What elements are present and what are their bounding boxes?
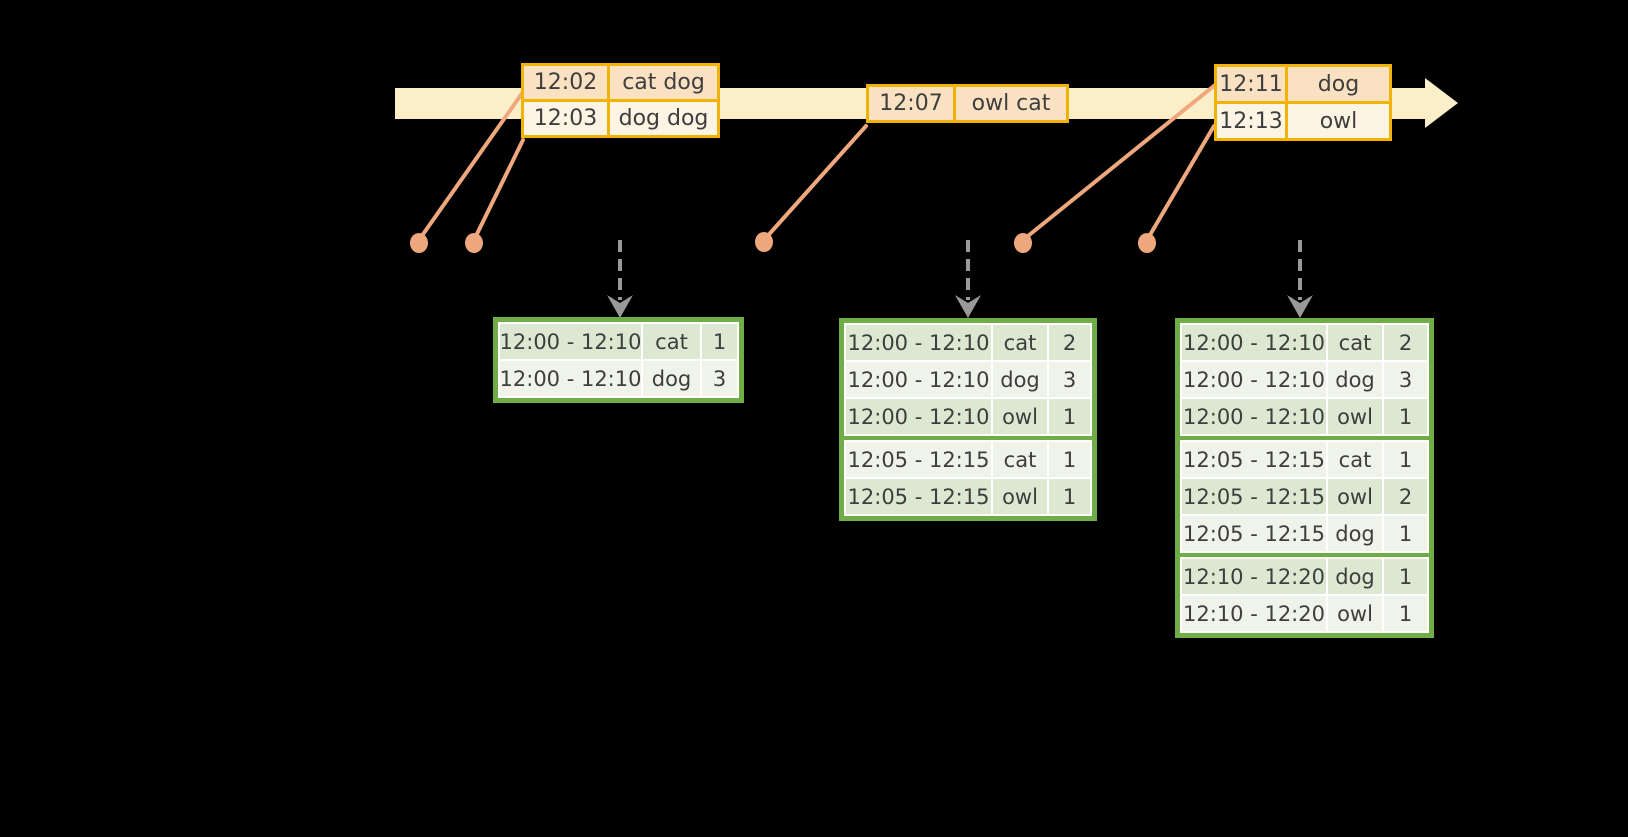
- count-cell: 3: [1049, 362, 1090, 397]
- result-row: 12:05 - 12:15 dog 1: [1182, 516, 1427, 551]
- window-cell: 12:10 - 12:20: [1182, 596, 1326, 631]
- count-cell: 1: [702, 324, 737, 359]
- window-cell: 12:05 - 12:15: [1182, 442, 1326, 477]
- count-cell: 1: [1384, 442, 1427, 477]
- result-row: 12:05 - 12:15 cat 1: [1182, 442, 1427, 477]
- window-cell: 12:05 - 12:15: [1182, 479, 1326, 514]
- word-cell: owl: [993, 399, 1047, 434]
- word-cell: dog: [1328, 516, 1382, 551]
- event-time-cell: 12:07: [869, 87, 953, 120]
- result-row: 12:05 - 12:15 owl 1: [846, 479, 1090, 514]
- count-cell: 1: [1049, 479, 1090, 514]
- word-cell: dog: [643, 361, 700, 396]
- event-time-cell: 12:13: [1217, 104, 1285, 138]
- result-table-1-body: 12:00 - 12:10 cat 1 12:00 - 12:10 dog 3: [498, 322, 739, 398]
- event-words-cell: owl: [1288, 104, 1389, 138]
- result-table-3-body: 12:00 - 12:10 cat 2 12:00 - 12:10 dog 3 …: [1180, 323, 1429, 633]
- window-cell: 12:05 - 12:15: [846, 479, 991, 514]
- count-cell: 2: [1384, 325, 1427, 360]
- connector-line-1207: [762, 124, 868, 242]
- event-words-cell: dog: [1288, 67, 1389, 101]
- count-cell: 3: [1384, 362, 1427, 397]
- connector-line-1211: [1021, 83, 1217, 242]
- word-cell: cat: [1328, 442, 1382, 477]
- window-cell: 12:00 - 12:10: [1182, 325, 1326, 360]
- window-cell: 12:00 - 12:10: [846, 399, 991, 434]
- window-cell: 12:00 - 12:10: [500, 361, 641, 396]
- result-row: 12:00 - 12:10 dog 3: [500, 361, 737, 396]
- trigger-arrowhead-icon-1: [607, 295, 633, 318]
- window-group-divider: [1180, 553, 1429, 557]
- result-row: 12:00 - 12:10 dog 3: [1182, 362, 1427, 397]
- trigger-arrowhead-icon-2: [955, 295, 981, 318]
- count-cell: 1: [1049, 399, 1090, 434]
- word-cell: owl: [1328, 596, 1382, 631]
- window-group-divider: [844, 436, 1092, 440]
- result-row: 12:00 - 12:10 cat 2: [1182, 325, 1427, 360]
- event-words-cell: dog dog: [610, 102, 717, 135]
- window-cell: 12:05 - 12:15: [846, 442, 991, 477]
- window-cell: 12:00 - 12:10: [846, 325, 991, 360]
- count-cell: 3: [702, 361, 737, 396]
- word-cell: owl: [1328, 399, 1382, 434]
- result-row: 12:10 - 12:20 owl 1: [1182, 596, 1427, 631]
- result-row: 12:05 - 12:15 cat 1: [846, 442, 1090, 477]
- event-time-cell: 12:11: [1217, 67, 1285, 101]
- word-cell: cat: [993, 442, 1047, 477]
- trigger-arrowhead-icon-3: [1287, 295, 1313, 318]
- result-table-3: 12:00 - 12:10 cat 2 12:00 - 12:10 dog 3 …: [1175, 318, 1434, 638]
- result-table-2-body: 12:00 - 12:10 cat 2 12:00 - 12:10 dog 3 …: [844, 323, 1092, 516]
- event-table-3: 12:11 dog 12:13 owl: [1214, 64, 1392, 141]
- result-row: 12:00 - 12:10 cat 2: [846, 325, 1090, 360]
- event-table-1: 12:02 cat dog 12:03 dog dog: [521, 63, 720, 138]
- word-cell: dog: [993, 362, 1047, 397]
- window-cell: 12:00 - 12:10: [1182, 362, 1326, 397]
- count-cell: 1: [1384, 559, 1427, 594]
- word-cell: dog: [1328, 362, 1382, 397]
- event-words-cell: cat dog: [610, 66, 717, 99]
- event-dot-1203: [465, 233, 483, 253]
- word-cell: cat: [993, 325, 1047, 360]
- word-cell: cat: [1328, 325, 1382, 360]
- result-row: 12:00 - 12:10 owl 1: [1182, 399, 1427, 434]
- result-row: 12:00 - 12:10 dog 3: [846, 362, 1090, 397]
- event-dot-1202: [410, 233, 428, 253]
- timeline-arrowhead-icon: [1425, 78, 1458, 128]
- connector-line-1213: [1145, 124, 1216, 242]
- event-time-cell: 12:02: [524, 66, 607, 99]
- window-cell: 12:00 - 12:10: [846, 362, 991, 397]
- event-table-2: 12:07 owl cat: [866, 84, 1069, 123]
- count-cell: 2: [1384, 479, 1427, 514]
- result-table-2: 12:00 - 12:10 cat 2 12:00 - 12:10 dog 3 …: [839, 318, 1097, 521]
- word-cell: owl: [993, 479, 1047, 514]
- event-dot-1211: [1014, 233, 1032, 253]
- count-cell: 1: [1384, 516, 1427, 551]
- trigger-arrows: [607, 240, 1313, 318]
- word-cell: owl: [1328, 479, 1382, 514]
- window-cell: 12:10 - 12:20: [1182, 559, 1326, 594]
- word-cell: cat: [643, 324, 700, 359]
- event-words-cell: owl cat: [956, 87, 1066, 120]
- result-row: 12:05 - 12:15 owl 2: [1182, 479, 1427, 514]
- result-row: 12:10 - 12:20 dog 1: [1182, 559, 1427, 594]
- event-connector-lines: [417, 83, 1217, 242]
- count-cell: 2: [1049, 325, 1090, 360]
- window-cell: 12:00 - 12:10: [1182, 399, 1326, 434]
- count-cell: 1: [1384, 399, 1427, 434]
- result-row: 12:00 - 12:10 owl 1: [846, 399, 1090, 434]
- event-time-dots: [410, 232, 1156, 253]
- event-dot-1213: [1138, 233, 1156, 253]
- window-cell: 12:00 - 12:10: [500, 324, 641, 359]
- event-dot-1207: [755, 232, 773, 252]
- connector-line-1202: [417, 90, 525, 242]
- result-table-1: 12:00 - 12:10 cat 1 12:00 - 12:10 dog 3: [493, 317, 744, 403]
- window-cell: 12:05 - 12:15: [1182, 516, 1326, 551]
- window-group-divider: [1180, 436, 1429, 440]
- count-cell: 1: [1384, 596, 1427, 631]
- connector-line-1203: [472, 138, 525, 242]
- event-time-cell: 12:03: [524, 102, 607, 135]
- result-row: 12:00 - 12:10 cat 1: [500, 324, 737, 359]
- count-cell: 1: [1049, 442, 1090, 477]
- word-cell: dog: [1328, 559, 1382, 594]
